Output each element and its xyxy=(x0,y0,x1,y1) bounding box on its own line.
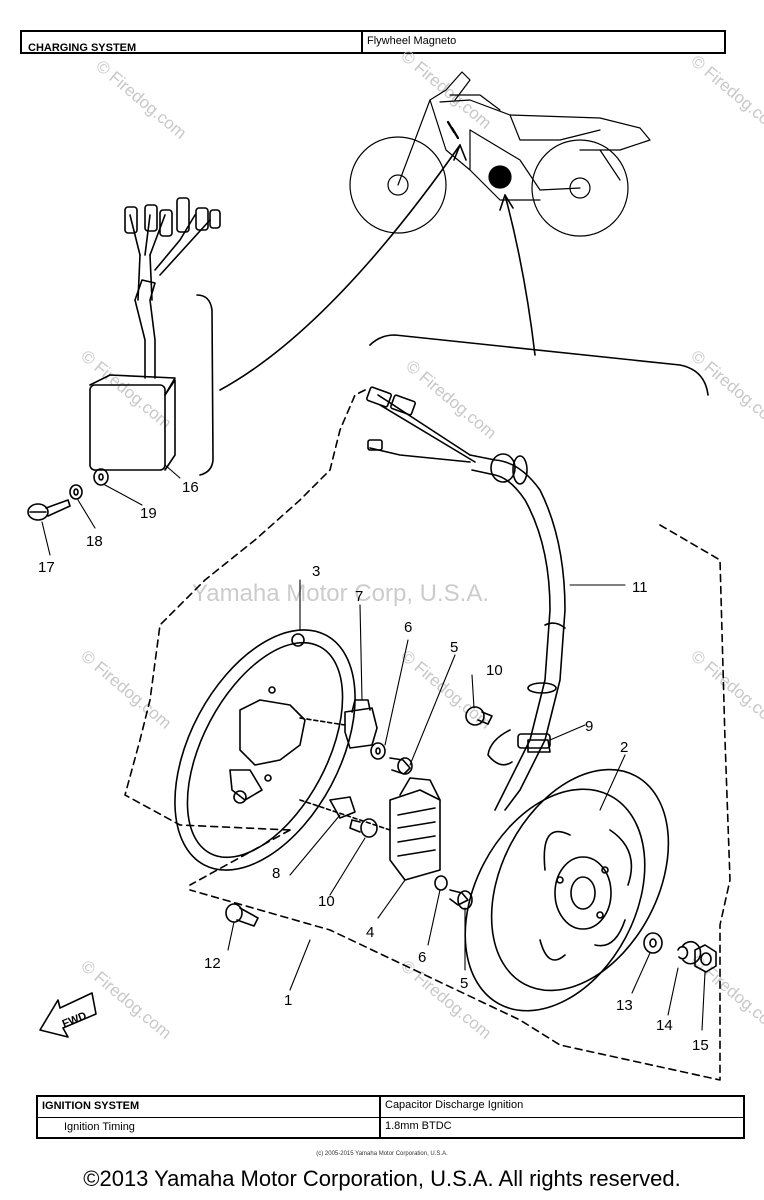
small-copyright: (c) 2005-2015 Yamaha Motor Corporation, … xyxy=(316,1151,448,1157)
callout-6: 6 xyxy=(404,619,412,636)
callout-14: 14 xyxy=(656,1017,673,1034)
callout-leaders xyxy=(41,464,706,1031)
callout-3: 3 xyxy=(312,563,320,580)
screw-10 xyxy=(349,818,378,838)
bracket-cdi xyxy=(196,294,214,476)
ignition-system-value: Capacitor Discharge Ignition xyxy=(385,1099,524,1111)
callout-7: 7 xyxy=(355,588,363,605)
callout-6: 6 xyxy=(418,949,426,966)
callout-10: 10 xyxy=(318,893,335,910)
wire-harness xyxy=(366,386,566,811)
washer-6 xyxy=(370,742,386,760)
lighting-coil xyxy=(299,777,441,881)
screw-10 xyxy=(465,706,493,726)
callout-17: 17 xyxy=(38,559,55,576)
pickup-coil xyxy=(299,699,378,749)
callout-4: 4 xyxy=(366,924,374,941)
callout-8: 8 xyxy=(272,865,280,882)
assembly-boundary xyxy=(124,389,366,831)
washer-8 xyxy=(329,796,356,819)
screw-17 xyxy=(27,499,71,521)
callout-10: 10 xyxy=(486,662,503,679)
callout-9: 9 xyxy=(585,718,593,735)
flywheel-rotor xyxy=(464,768,670,1012)
cable-clamp xyxy=(517,733,551,749)
stator-base-plate xyxy=(174,629,356,871)
callout-5: 5 xyxy=(460,975,468,992)
lock-washer-18 xyxy=(69,484,83,500)
ignition-spec-table: IGNITION SYSTEM Capacitor Discharge Igni… xyxy=(36,1095,745,1139)
cdi-unit xyxy=(89,197,221,471)
leader-arrow xyxy=(499,194,514,211)
charging-system-value: Flywheel Magneto xyxy=(367,35,457,47)
charging-system-label: CHARGING SYSTEM xyxy=(22,32,363,54)
lock-washer-14 xyxy=(677,940,702,965)
ignition-timing-value: 1.8mm BTDC xyxy=(385,1120,452,1132)
nut-15 xyxy=(694,944,717,973)
callout-5: 5 xyxy=(450,639,458,656)
callout-12: 12 xyxy=(204,955,221,972)
callout-15: 15 xyxy=(692,1037,709,1054)
copyright-notice: ©2013 Yamaha Motor Corporation, U.S.A. A… xyxy=(83,1166,681,1191)
forward-arrow-icon xyxy=(39,992,97,1038)
callout-2: 2 xyxy=(620,739,628,756)
callout-19: 19 xyxy=(140,505,157,522)
washer-19 xyxy=(93,468,109,486)
callout-11: 11 xyxy=(632,579,648,596)
forward-arrow-label: FWD xyxy=(61,1010,89,1031)
assembly-boundary xyxy=(189,829,291,886)
motorcycle-outline xyxy=(349,71,651,237)
washer-13 xyxy=(643,932,663,954)
ignition-timing-label: Ignition Timing xyxy=(38,1118,381,1138)
callout-16: 16 xyxy=(182,479,199,496)
bracket-stator-assembly xyxy=(369,334,709,396)
callout-1: 1 xyxy=(284,992,292,1009)
ignition-system-label: IGNITION SYSTEM xyxy=(38,1097,381,1117)
washer-6 xyxy=(434,875,448,891)
callout-13: 13 xyxy=(616,997,633,1014)
header-table: CHARGING SYSTEM Flywheel Magneto xyxy=(20,30,726,54)
leader-line-stator xyxy=(504,194,536,356)
screw-5 xyxy=(389,757,413,775)
leader-arrow xyxy=(453,144,467,161)
watermark-main: Yamaha Motor Corp, U.S.A. xyxy=(192,580,489,607)
leader-line-cdi xyxy=(219,144,461,391)
callout-18: 18 xyxy=(86,533,103,550)
assembly-boundary xyxy=(189,524,731,1081)
